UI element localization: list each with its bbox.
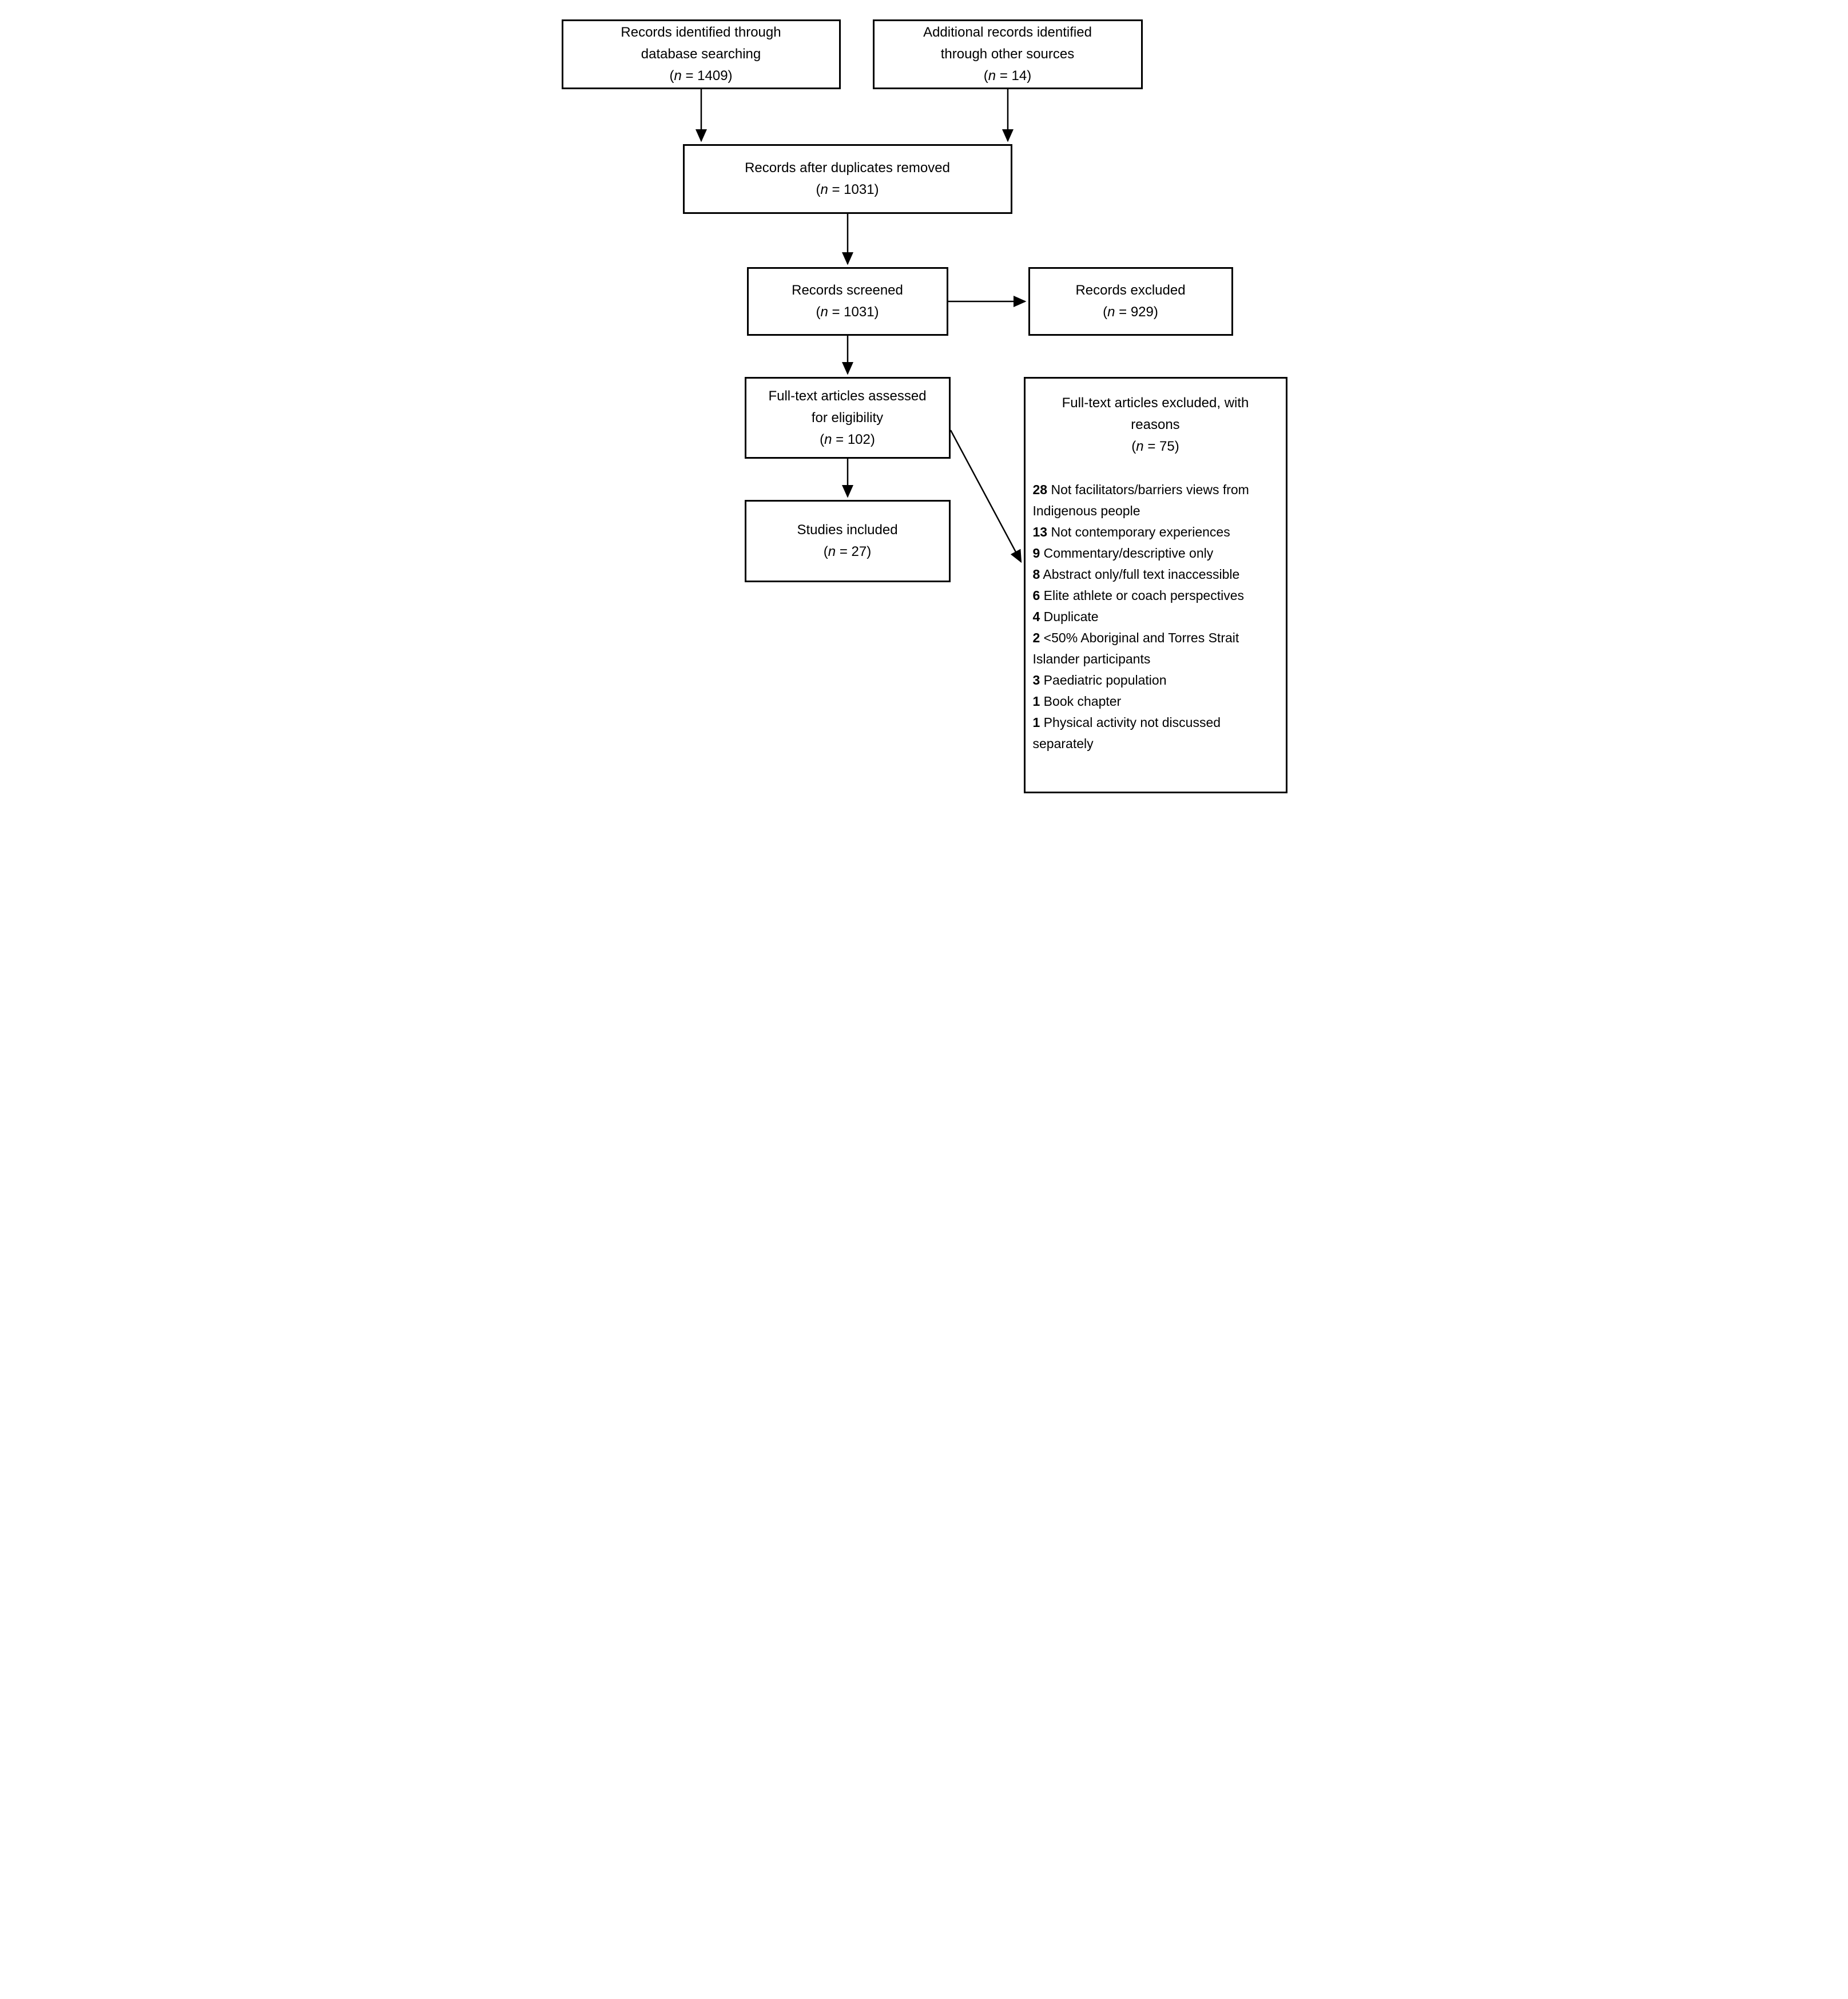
record-count: (n = 929) xyxy=(1103,304,1158,320)
excluded-reason-item: 28 Not facilitators/barriers views from … xyxy=(1032,482,1249,518)
box-records-screened: Records screened (n = 1031) xyxy=(746,267,948,336)
reason-count: 2 xyxy=(1032,630,1040,645)
record-count: (n = 75) xyxy=(1131,439,1179,454)
record-count: (n = 102) xyxy=(820,431,875,447)
box-fulltext-articles-excluded: Full-text articles excluded, with reason… xyxy=(1023,377,1287,793)
box-label: Full-text articles excluded, with reason… xyxy=(1062,395,1249,432)
box-label: Records after duplicates removed xyxy=(745,160,950,176)
box-additional-records-other-sources: Additional records identified through ot… xyxy=(872,19,1143,89)
excluded-reasons-list: 28 Not facilitators/barriers views from … xyxy=(1033,479,1278,754)
box-studies-included: Studies included (n = 27) xyxy=(744,500,951,582)
box-label: Additional records identified through ot… xyxy=(923,25,1092,62)
reason-count: 6 xyxy=(1032,588,1040,603)
excluded-reason-item: 4 Duplicate xyxy=(1032,609,1099,624)
record-count: (n = 14) xyxy=(983,68,1032,84)
reason-count: 3 xyxy=(1032,673,1040,687)
excluded-reason-item: 13 Not contemporary experiences xyxy=(1032,524,1230,539)
record-count: (n = 1409) xyxy=(669,68,733,84)
record-count: (n = 1031) xyxy=(816,182,879,197)
reason-count: 1 xyxy=(1032,694,1040,709)
record-count: (n = 27) xyxy=(823,544,872,559)
box-fulltext-articles-assessed: Full-text articles assessed for eligibil… xyxy=(744,377,951,459)
excluded-reason-item: 1 Physical activity not discussed separa… xyxy=(1032,715,1221,751)
reason-count: 9 xyxy=(1032,546,1040,561)
reason-count: 28 xyxy=(1032,482,1048,497)
excluded-reason-item: 1 Book chapter xyxy=(1032,694,1122,709)
box-label: Records identified through database sear… xyxy=(621,25,781,62)
box-label: Studies included xyxy=(797,522,898,538)
excluded-reason-item: 9 Commentary/descriptive only xyxy=(1032,546,1214,561)
reason-count: 8 xyxy=(1032,567,1040,582)
prisma-flow-diagram: Records identified through database sear… xyxy=(554,0,1294,800)
record-count: (n = 1031) xyxy=(816,304,879,320)
box-records-identified-database: Records identified through database sear… xyxy=(561,19,841,89)
excluded-reason-item: 8 Abstract only/full text inaccessible xyxy=(1032,567,1240,582)
reason-count: 13 xyxy=(1032,524,1048,539)
excluded-header: Full-text articles excluded, with reason… xyxy=(1033,392,1278,458)
box-label: Records screened xyxy=(792,283,903,298)
box-records-excluded: Records excluded (n = 929) xyxy=(1028,267,1233,336)
arrow-fulltext-to-excluded-reasons xyxy=(949,430,1022,563)
excluded-reason-item: 6 Elite athlete or coach perspectives xyxy=(1032,588,1245,603)
excluded-reason-item: 3 Paediatric population xyxy=(1032,673,1167,687)
box-label: Records excluded xyxy=(1075,283,1186,298)
box-label: Full-text articles assessed for eligibil… xyxy=(768,388,927,426)
reason-count: 1 xyxy=(1032,715,1040,730)
reason-count: 4 xyxy=(1032,609,1040,624)
excluded-reason-item: 2 <50% Aboriginal and Torres Strait Isla… xyxy=(1032,630,1239,666)
box-records-after-duplicates-removed: Records after duplicates removed (n = 10… xyxy=(682,144,1012,214)
